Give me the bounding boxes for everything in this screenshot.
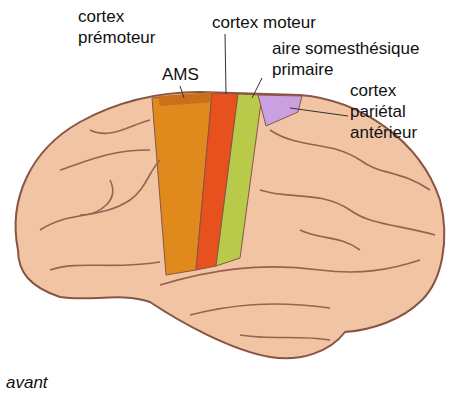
area-label: cortex prémoteur [78,6,168,48]
area-label: avant [6,372,86,393]
area-label: aire somesthésique primaire [272,38,450,80]
area-label: AMS [162,64,212,85]
area-label: cortex pariétal antérieur [350,80,448,143]
parietal-area [258,95,302,126]
area-label: cortex moteur [212,12,412,33]
somatosensory-area [216,94,262,266]
sma-area [158,92,214,106]
gyri-lines [40,120,435,340]
